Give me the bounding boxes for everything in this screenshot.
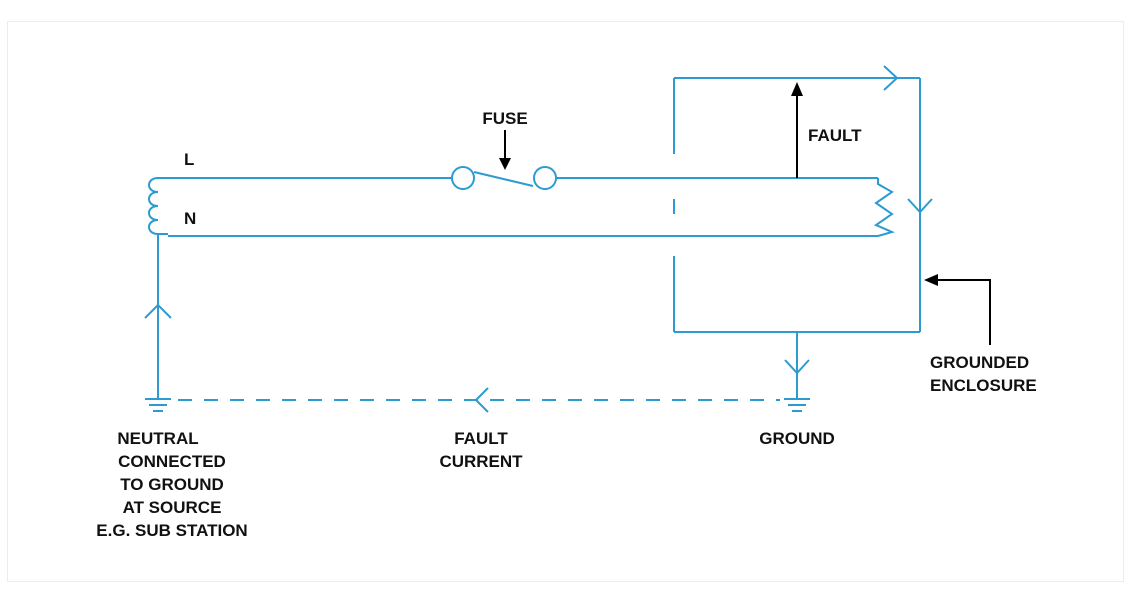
diagram-frame	[7, 21, 1124, 582]
enclosure-pointer-head	[924, 274, 938, 286]
fuse-link	[473, 171, 534, 187]
grounded-enclosure-label-line2: ENCLOSURE	[930, 376, 1037, 395]
fuse-terminal-right	[533, 166, 557, 190]
neutral-note-line5: E.G. SUB STATION	[96, 521, 247, 540]
fuse-pointer-head	[499, 158, 511, 170]
enclosure-ground-symbol	[784, 398, 810, 412]
source-ground-symbol	[145, 398, 171, 412]
fault-label: FAULT	[808, 126, 862, 145]
fuse-terminal-left	[451, 166, 475, 190]
fault-current-label-line2: CURRENT	[439, 452, 523, 471]
neutral-note-line4: AT SOURCE	[123, 498, 222, 517]
neutral-note-line2: CONNECTED	[118, 452, 226, 471]
fault-current-label-line1: FAULT	[454, 429, 508, 448]
neutral-label: N	[184, 209, 196, 228]
neutral-note-line1: NEUTRAL	[117, 429, 198, 448]
enclosure-top-arrow	[883, 65, 899, 91]
fuse-label: FUSE	[482, 109, 527, 128]
enclosure-pointer-line	[936, 279, 991, 345]
load-resistor	[873, 178, 895, 237]
enclosure-ground-arrow	[784, 359, 810, 375]
source-coil	[148, 177, 168, 235]
line-label: L	[184, 150, 194, 169]
neutral-up-arrow	[144, 303, 172, 319]
enclosure-right-arrow	[907, 198, 933, 214]
neutral-note-line3: TO GROUND	[120, 475, 224, 494]
ground-label: GROUND	[759, 429, 835, 448]
fault-current-arrow	[474, 387, 489, 413]
fault-arrow-head	[791, 82, 803, 96]
grounded-enclosure-label-line1: GROUNDED	[930, 353, 1029, 372]
